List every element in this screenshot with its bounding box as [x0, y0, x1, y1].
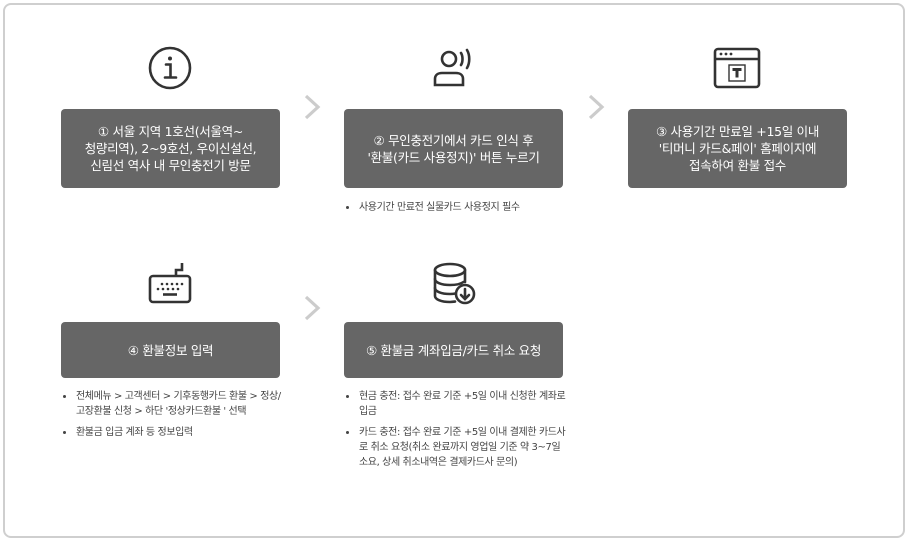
note-item: 환불금 입금 계좌 등 정보입력 [61, 425, 283, 440]
step-2-box: ② 무인충전기에서 카드 인식 후 '환불(카드 사용정지)' 버튼 누르기 [344, 109, 563, 188]
step-1-box: ① 서울 지역 1호선(서울역~ 청량리역), 2~9호선, 우이신설선, 신림… [61, 109, 280, 188]
step-4-box: ④ 환불정보 입력 [61, 322, 280, 378]
step-3-box: ③ 사용기간 만료일 +15일 이내 '티머니 카드&페이' 홈페이지에 접속하… [628, 109, 847, 188]
step-4-label: ④ 환불정보 입력 [127, 342, 214, 358]
chevron-right-icon [587, 94, 605, 120]
database-download-icon [430, 260, 478, 308]
note-item: 전체메뉴 > 고객센터 > 기후동행카드 환불 > 정상/고장환불 신청 > 하… [61, 389, 283, 419]
refund-process-panel [3, 3, 905, 538]
step-1-label: ① 서울 지역 1호선(서울역~ 청량리역), 2~9호선, 우이신설선, 신림… [84, 124, 257, 173]
step-5-notes: 현금 충전: 접수 완료 기준 +5일 이내 신청한 계좌로 입금 카드 충전:… [344, 389, 569, 476]
info-circle-icon [146, 44, 194, 92]
step-4-notes: 전체메뉴 > 고객센터 > 기후동행카드 환불 > 정상/고장환불 신청 > 하… [61, 389, 283, 446]
keyboard-icon [146, 260, 194, 308]
note-item: 사용기간 만료전 실물카드 사용정지 필수 [344, 200, 574, 215]
note-item: 카드 충전: 접수 완료 기준 +5일 이내 결제한 카드사로 취소 요청(취소… [344, 425, 569, 470]
step-2-label: ② 무인충전기에서 카드 인식 후 '환불(카드 사용정지)' 버튼 누르기 [367, 132, 540, 165]
step-3-label: ③ 사용기간 만료일 +15일 이내 '티머니 카드&페이' 홈페이지에 접속하… [655, 124, 820, 173]
step-5-label: ⑤ 환불금 계좌입금/카드 취소 요청 [365, 342, 542, 358]
browser-window-t-icon [713, 45, 761, 93]
step-5-box: ⑤ 환불금 계좌입금/카드 취소 요청 [344, 322, 563, 378]
note-item: 현금 충전: 접수 완료 기준 +5일 이내 신청한 계좌로 입금 [344, 389, 569, 419]
chevron-right-icon [303, 295, 321, 321]
step-2-notes: 사용기간 만료전 실물카드 사용정지 필수 [344, 200, 574, 221]
person-voice-icon [430, 44, 478, 92]
chevron-right-icon [303, 94, 321, 120]
